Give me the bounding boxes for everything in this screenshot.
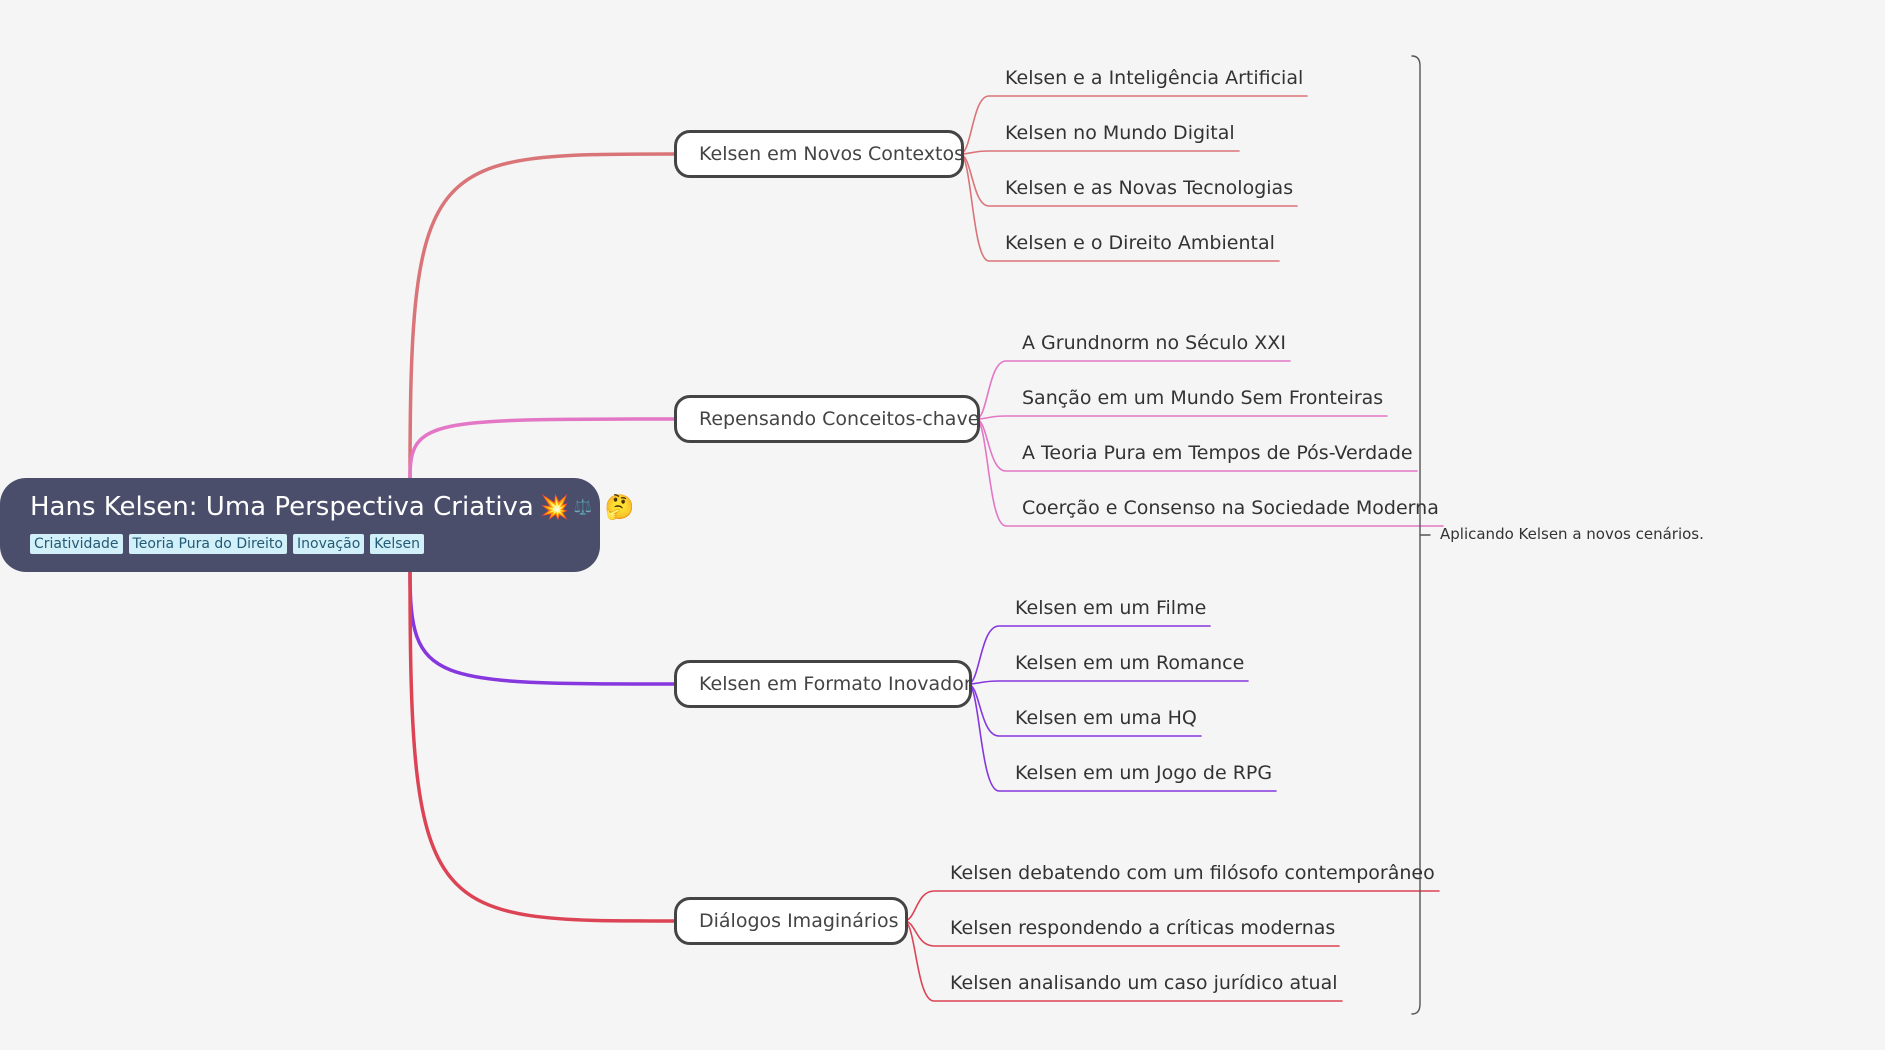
root-title: Hans Kelsen: Uma Perspectiva Criativa [30, 492, 534, 522]
branch-novos-contextos[interactable]: Kelsen em Novos Contextos [674, 130, 964, 178]
leaf-mundo-digital[interactable]: Kelsen no Mundo Digital [1005, 122, 1235, 144]
branch-connector [408, 417, 676, 480]
branch-connector [408, 152, 676, 480]
leaf-sancao[interactable]: Sanção em um Mundo Sem Fronteiras [1022, 387, 1384, 409]
tag-criatividade[interactable]: Criatividade [30, 534, 123, 554]
root-title-row: Hans Kelsen: Uma Perspectiva Criativa 💥 … [30, 490, 634, 524]
thinking-emoji-icon: 🤔 [604, 493, 635, 521]
leaf-grundnorm[interactable]: A Grundnorm no Século XXI [1022, 332, 1286, 354]
tag-kelsen[interactable]: Kelsen [370, 534, 425, 554]
leaf-hq[interactable]: Kelsen em uma HQ [1015, 707, 1197, 729]
leaf-inteligencia-artificial[interactable]: Kelsen e a Inteligência Artificial [1005, 67, 1304, 89]
leaf-criticas-modernas[interactable]: Kelsen respondendo a críticas modernas [950, 917, 1336, 939]
tag-inovacao[interactable]: Inovação [293, 534, 365, 554]
leaf-filme[interactable]: Kelsen em um Filme [1015, 597, 1207, 619]
root-tags: Criatividade Teoria Pura do Direito Inov… [30, 534, 600, 554]
branch-formato-inovador[interactable]: Kelsen em Formato Inovador [674, 660, 972, 708]
explosion-emoji-icon: 💥 [539, 493, 570, 521]
leaf-novas-tecnologias[interactable]: Kelsen e as Novas Tecnologias [1005, 177, 1294, 199]
leaf-caso-juridico[interactable]: Kelsen analisando um caso jurídico atual [950, 972, 1338, 994]
summary-label[interactable]: Aplicando Kelsen a novos cenários. [1440, 525, 1704, 543]
leaf-jogo-rpg[interactable]: Kelsen em um Jogo de RPG [1015, 762, 1273, 784]
leaf-romance[interactable]: Kelsen em um Romance [1015, 652, 1245, 674]
leaf-coercao-consenso[interactable]: Coerção e Consenso na Sociedade Moderna [1022, 497, 1439, 519]
root-topic[interactable]: Hans Kelsen: Uma Perspectiva Criativa 💥 … [0, 478, 634, 572]
leaf-direito-ambiental[interactable]: Kelsen e o Direito Ambiental [1005, 232, 1275, 254]
leaf-connector [967, 680, 1249, 685]
branch-conceitos-chave[interactable]: Repensando Conceitos-chave [674, 395, 980, 443]
leaf-connector [959, 150, 1240, 155]
branch-connector [408, 570, 676, 923]
leaf-connector [975, 415, 1388, 420]
scales-emoji-icon: ⚖️ [573, 498, 593, 516]
tag-teoria-pura[interactable]: Teoria Pura do Direito [128, 534, 287, 554]
branch-connector [408, 570, 676, 686]
branch-dialogos-imaginarios[interactable]: Diálogos Imaginários [674, 897, 908, 945]
leaf-pos-verdade[interactable]: A Teoria Pura em Tempos de Pós-Verdade [1022, 442, 1413, 464]
leaf-filosofo-contemporaneo[interactable]: Kelsen debatendo com um filósofo contemp… [950, 862, 1435, 884]
